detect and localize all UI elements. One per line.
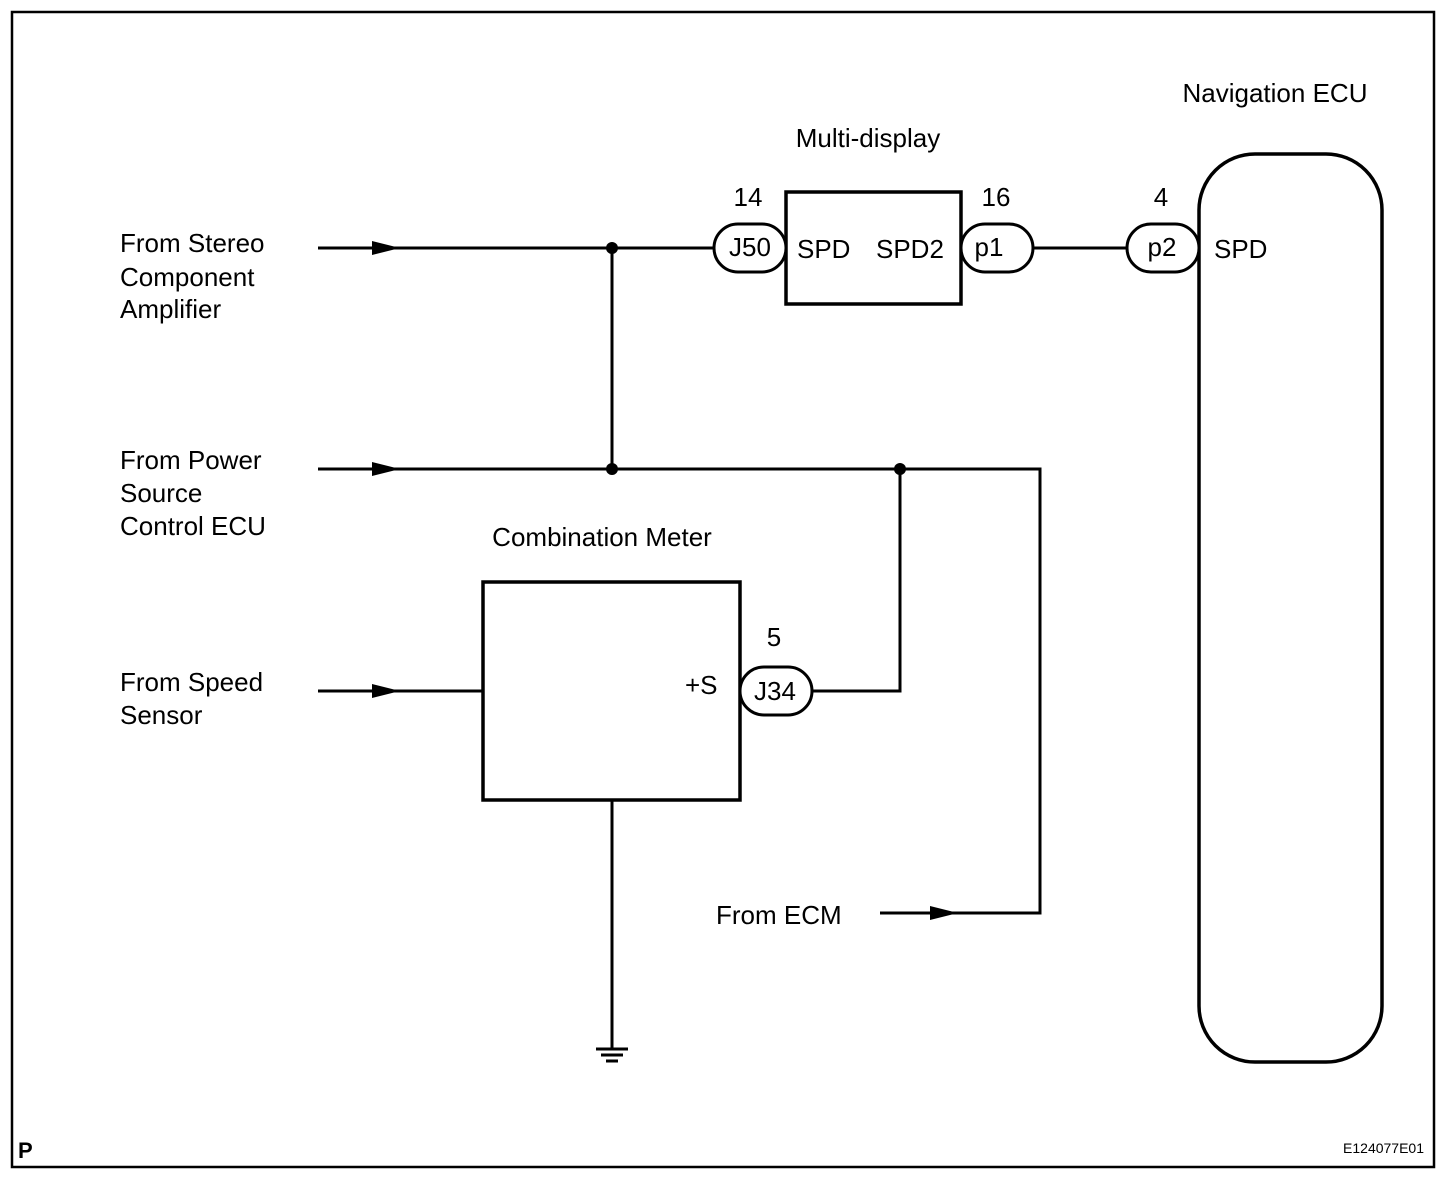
- multi-display-title: Multi-display: [796, 123, 941, 153]
- figure-code: E124077E01: [1343, 1140, 1424, 1156]
- page-mark: P: [18, 1138, 33, 1163]
- pin-4: 4: [1154, 182, 1168, 212]
- navigation-ecu-title: Navigation ECU: [1183, 78, 1368, 108]
- connector-p1-label: p1: [975, 232, 1004, 262]
- arrow-stereo: [372, 241, 400, 255]
- pin-16: 16: [982, 182, 1011, 212]
- combination-meter-terminal: +S: [685, 670, 718, 700]
- combination-meter-title: Combination Meter: [492, 522, 712, 552]
- label-from-ecm: From ECM: [716, 900, 842, 930]
- arrow-power: [372, 462, 400, 476]
- arrow-speed: [372, 684, 400, 698]
- wire-power: [318, 467, 1042, 915]
- connector-j50: [712, 222, 788, 274]
- label-from-power: From Power Source Control ECU: [120, 445, 269, 541]
- connector-p2: [1125, 222, 1201, 274]
- ground-icon: [596, 1047, 628, 1063]
- junction-dot: [606, 242, 618, 254]
- connector-j34-label: J34: [754, 676, 796, 706]
- junction-dot: [606, 463, 618, 475]
- connector-p1: [959, 222, 1035, 274]
- junction-dot: [894, 463, 906, 475]
- pin-14: 14: [734, 182, 763, 212]
- multi-display-terminal-out: SPD2: [876, 234, 944, 264]
- multi-display-terminal-in: SPD: [797, 234, 850, 264]
- arrow-ecm: [930, 906, 958, 920]
- connector-j34: [738, 665, 814, 717]
- navigation-ecu-box: [1197, 152, 1384, 1064]
- connector-p2-label: p2: [1148, 232, 1177, 262]
- wire-meter-output: [812, 469, 902, 693]
- navigation-ecu-terminal: SPD: [1214, 234, 1267, 264]
- label-from-speed: From Speed Sensor: [120, 667, 270, 730]
- label-from-stereo: From Stereo Component Amplifier: [120, 228, 272, 324]
- pin-5: 5: [767, 622, 781, 652]
- combination-meter-box: [481, 580, 742, 802]
- connector-j50-label: J50: [729, 232, 771, 262]
